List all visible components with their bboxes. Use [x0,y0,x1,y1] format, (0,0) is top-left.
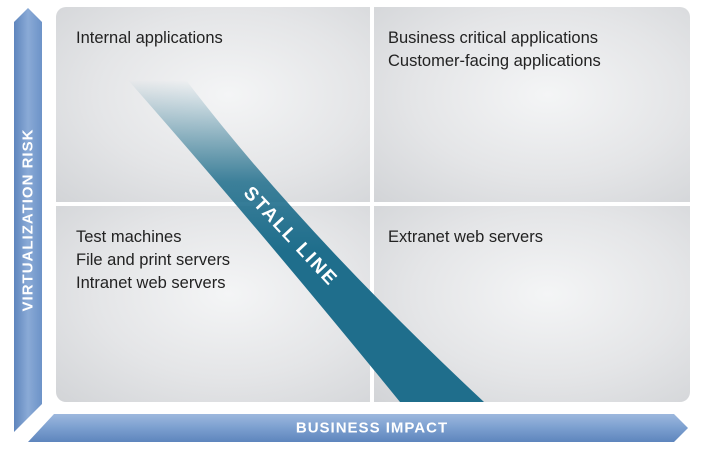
item-label: Extranet web servers [388,228,543,246]
item-label: Intranet web servers [76,274,226,292]
quadrant-text: Extranet web servers [388,226,543,249]
quadrant-text: Test machines File and print servers Int… [76,226,230,295]
y-axis-label: VIRTUALIZATION RISK [19,128,37,312]
x-axis-arrow [28,414,688,442]
item-label: Internal applications [76,29,223,47]
quadrant-text: Internal applications [76,27,223,50]
item-label: Customer-facing applications [388,52,601,70]
x-axis-label: BUSINESS IMPACT [295,419,449,437]
quadrant-top-right: Business critical applications Customer-… [374,7,690,202]
stall-line-band [128,80,484,402]
item-label: Test machines [76,228,182,246]
item-label: File and print servers [76,251,231,269]
item-label: Business critical applications [388,29,599,47]
y-axis-arrow [14,8,42,432]
quadrant-text: Business critical applications Customer-… [388,27,601,73]
